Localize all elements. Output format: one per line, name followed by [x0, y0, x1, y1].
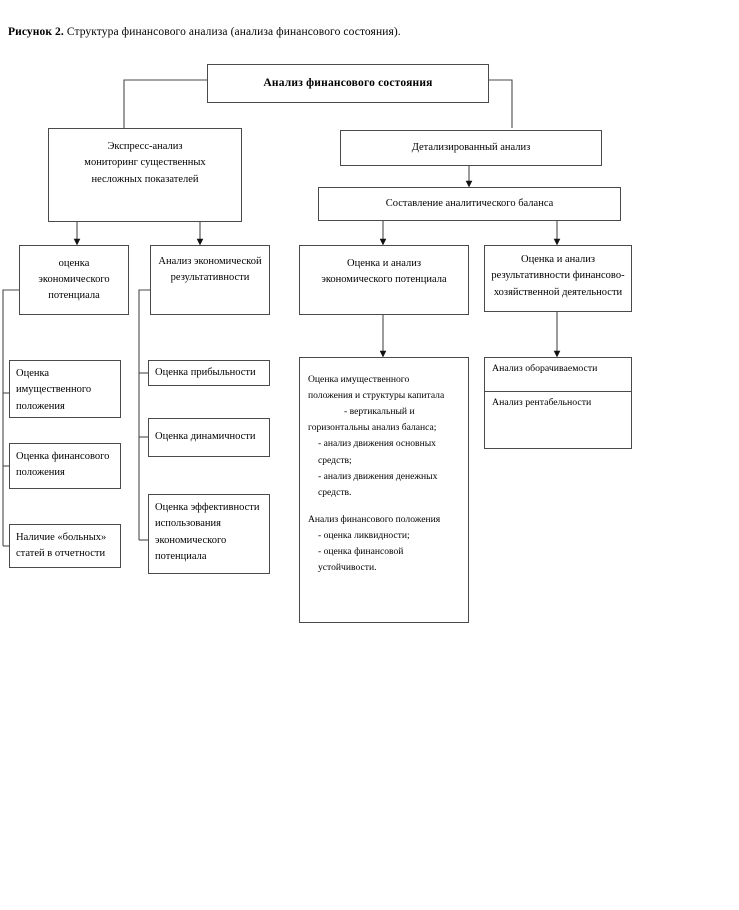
node-economic-effectiveness[interactable]: Анализ экономической результативности: [150, 245, 270, 315]
node-express-line3: несложных показателей: [91, 173, 199, 185]
detail-line-9: Анализ финансового положения: [308, 513, 441, 525]
detail-line-5: - анализ движения основных: [318, 438, 436, 450]
detail-line-11: - оценка финансовой: [318, 546, 404, 558]
node-profitability[interactable]: Оценка прибыльности: [148, 360, 270, 386]
detail-spacer: [308, 501, 460, 512]
detail-line-2: положения и структуры капитала: [308, 390, 445, 402]
node-efficiency-line3: экономического: [155, 534, 227, 546]
node-sick-items-line1: Наличие «больных»: [16, 532, 107, 543]
node-eval-results-line2: результативности финансово-: [491, 270, 625, 282]
node-dynamism[interactable]: Оценка динамичности: [148, 418, 270, 457]
detail-line-3: - вертикальный и: [344, 406, 415, 418]
figure-caption-text: Структура финансового анализа (анализа ф…: [66, 26, 401, 38]
figure-caption: Рисунок 2. Структура финансового анализа…: [8, 26, 401, 38]
node-financial-pos-line1: Оценка финансового: [16, 451, 110, 462]
node-property-position[interactable]: Оценка имущественного положения: [9, 360, 121, 418]
node-dynamism-line1: Оценка динамичности: [155, 431, 256, 443]
node-efficiency-of-use[interactable]: Оценка эффективности использования эконо…: [148, 494, 270, 574]
detail-line-7: - анализ движения денежных: [318, 470, 438, 482]
node-potential-line2: экономического: [38, 273, 110, 285]
node-turnover-label: Анализ оборачиваемости: [492, 363, 598, 374]
node-property-line1: Оценка: [16, 368, 50, 379]
node-turnover-stack: Анализ оборачиваемости Анализ рентабельн…: [484, 357, 632, 449]
detail-line-8: средств.: [318, 486, 352, 498]
node-financial-pos-line2: положения: [16, 467, 65, 479]
node-effectiveness-line1: Анализ экономической: [158, 256, 262, 267]
node-potential-line1: оценка: [58, 257, 90, 269]
node-eval-potential-line2: экономического потенциала: [321, 274, 447, 286]
detail-line-10: - оценка ликвидности;: [318, 529, 410, 541]
node-root[interactable]: Анализ финансового состояния: [207, 64, 489, 103]
node-detailed-analysis[interactable]: Детализированный анализ: [340, 130, 602, 166]
node-express-line2: мониторинг существенных: [84, 157, 206, 169]
node-analytical-balance[interactable]: Составление аналитического баланса: [318, 187, 621, 221]
node-economic-potential[interactable]: оценка экономического потенциала: [19, 245, 129, 315]
node-root-title: Анализ финансового состояния: [263, 76, 433, 89]
node-efficiency-line2: использования: [155, 518, 221, 530]
node-express-line1: Экспресс-анализ: [107, 141, 183, 152]
node-detail-analysis-block[interactable]: Оценка имущественного положения и структ…: [299, 357, 469, 623]
node-effectiveness-line2: результативности: [170, 272, 250, 284]
node-express-analysis[interactable]: Экспресс-анализ мониторинг существенных …: [48, 128, 242, 222]
node-eval-results-activity[interactable]: Оценка и анализ результативности финансо…: [484, 245, 632, 312]
node-sick-items-line2: статей в отчетности: [16, 548, 106, 560]
node-efficiency-line4: потенциала: [155, 550, 207, 562]
node-profitability-analysis[interactable]: Анализ рентабельности: [485, 392, 631, 448]
detail-line-6: средств;: [318, 454, 352, 466]
node-profitability-line1: Оценка прибыльности: [155, 366, 256, 378]
node-financial-position[interactable]: Оценка финансового положения: [9, 443, 121, 489]
node-property-line3: положения: [16, 400, 65, 412]
node-sick-items[interactable]: Наличие «больных» статей в отчетности: [9, 524, 121, 568]
detail-line-4: горизонтальны анализ баланса;: [308, 422, 437, 434]
node-balance-title: Составление аналитического баланса: [385, 197, 554, 209]
node-potential-line3: потенциала: [48, 290, 100, 302]
node-profitability-analysis-label: Анализ рентабельности: [492, 397, 592, 408]
node-detailed-title: Детализированный анализ: [411, 141, 531, 153]
node-efficiency-line1: Оценка эффективности: [155, 502, 260, 513]
node-turnover-analysis[interactable]: Анализ оборачиваемости: [485, 358, 631, 392]
node-eval-results-line3: хозяйственной деятельности: [493, 286, 623, 298]
node-eval-potential-line1: Оценка и анализ: [347, 258, 421, 269]
node-eval-economic-potential[interactable]: Оценка и анализ экономического потенциал…: [299, 245, 469, 315]
figure-label: Рисунок 2.: [8, 26, 64, 38]
node-eval-results-line1: Оценка и анализ: [521, 254, 595, 265]
detail-line-12: устойчивости.: [318, 562, 377, 574]
detail-line-1: Оценка имущественного: [308, 374, 410, 385]
node-property-line2: имущественного: [16, 384, 92, 396]
